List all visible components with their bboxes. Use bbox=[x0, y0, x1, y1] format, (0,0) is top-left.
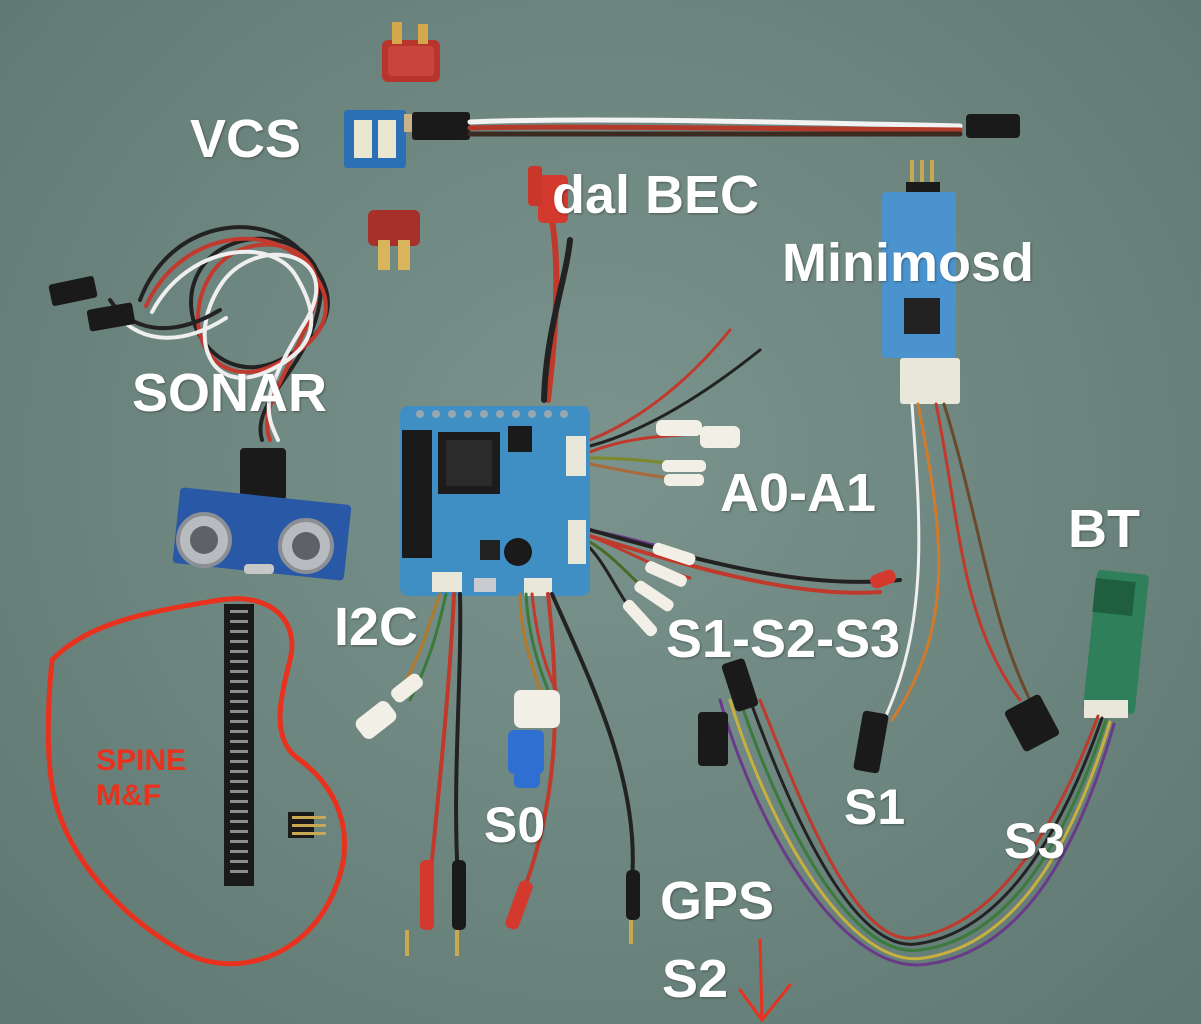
board-mount-dot bbox=[512, 410, 520, 418]
gps-connectors bbox=[698, 658, 759, 766]
label-dal-bec: dal BEC bbox=[552, 165, 760, 225]
spine-pin bbox=[230, 810, 248, 813]
i2c-connector bbox=[355, 673, 423, 739]
board-mount-dot bbox=[480, 410, 488, 418]
spine-pin bbox=[230, 700, 248, 703]
spine-red-outline bbox=[45, 596, 347, 967]
vcs-cable-connector bbox=[966, 114, 1020, 138]
label-s2: S2 bbox=[662, 949, 729, 1009]
vcs-sensor-board bbox=[344, 110, 470, 168]
spine-pin bbox=[230, 860, 248, 863]
t-connector-lower bbox=[368, 210, 420, 270]
flight-controller bbox=[400, 406, 590, 596]
spine-pin bbox=[230, 730, 248, 733]
spine-pin bbox=[230, 720, 248, 723]
spine-pin bbox=[230, 630, 248, 633]
label-s3: S3 bbox=[1004, 813, 1066, 869]
spine-pin bbox=[230, 780, 248, 783]
spine-pin bbox=[230, 740, 248, 743]
down-arrow-icon bbox=[738, 938, 792, 1023]
minimosd-leads bbox=[882, 402, 1032, 722]
s0-connector bbox=[508, 690, 560, 788]
spine-pin bbox=[230, 770, 248, 773]
label-vcs: VCS bbox=[190, 109, 302, 169]
sonar-plug bbox=[240, 448, 286, 500]
board-mount-dot bbox=[528, 410, 536, 418]
spine-pin bbox=[230, 850, 248, 853]
spine-header-strip bbox=[224, 604, 254, 886]
label-s0: S0 bbox=[484, 797, 546, 853]
board-mount-dot bbox=[496, 410, 504, 418]
spine-pin bbox=[230, 840, 248, 843]
label-spine-line2: M&F bbox=[96, 778, 161, 812]
label-sonar: SONAR bbox=[132, 363, 328, 423]
label-gps: GPS bbox=[660, 871, 775, 931]
spine-pin bbox=[230, 800, 248, 803]
spine-pin bbox=[230, 640, 248, 643]
label-bt: BT bbox=[1068, 499, 1140, 559]
label-s1: S1 bbox=[844, 779, 906, 835]
spine-pin bbox=[230, 610, 248, 613]
a0-a1-leads bbox=[588, 328, 762, 482]
label-i2c: I2C bbox=[334, 597, 419, 657]
lead-terminals-bottom bbox=[405, 860, 640, 956]
board-mount-dot bbox=[544, 410, 552, 418]
s3-connector bbox=[1004, 694, 1060, 752]
spine-pin bbox=[230, 760, 248, 763]
small-pin-header bbox=[288, 812, 326, 838]
minimosd-board bbox=[882, 160, 960, 404]
label-a0-a1: A0-A1 bbox=[720, 463, 877, 523]
vcs-cable bbox=[467, 117, 963, 137]
spine-pin bbox=[230, 750, 248, 753]
label-s1-s2-s3: S1-S2-S3 bbox=[666, 609, 901, 669]
label-spine-line1: SPINE bbox=[96, 744, 187, 777]
s0-lead bbox=[518, 592, 558, 692]
spine-pin bbox=[230, 670, 248, 673]
spine-pin bbox=[230, 690, 248, 693]
spine-pin bbox=[230, 790, 248, 793]
spine-pin bbox=[230, 650, 248, 653]
a0-a1-terminals bbox=[656, 420, 740, 486]
bec-lead bbox=[528, 166, 573, 403]
sonar-module bbox=[172, 487, 352, 581]
spine-pin bbox=[230, 680, 248, 683]
label-spine: SPINE M&F bbox=[96, 744, 186, 813]
servo-terminals bbox=[622, 542, 896, 637]
t-connector-top bbox=[382, 22, 440, 82]
s1-connector bbox=[853, 710, 889, 774]
spine-pin bbox=[230, 820, 248, 823]
spine-pin bbox=[230, 660, 248, 663]
bt-module bbox=[1083, 570, 1149, 718]
spine-pin bbox=[230, 620, 248, 623]
board-mount-dot bbox=[416, 410, 424, 418]
board-mount-dot bbox=[560, 410, 568, 418]
board-mount-dot bbox=[464, 410, 472, 418]
gps-cable-bundle bbox=[718, 698, 1116, 967]
label-minimosd: Minimosd bbox=[782, 233, 1034, 293]
power-leads-down bbox=[428, 592, 635, 902]
board-mount-dot bbox=[432, 410, 440, 418]
spine-pin bbox=[230, 870, 248, 873]
board-mount-dot bbox=[448, 410, 456, 418]
sonar-loose-connectors bbox=[48, 276, 136, 332]
spine-pin bbox=[230, 830, 248, 833]
spine-pin bbox=[230, 710, 248, 713]
